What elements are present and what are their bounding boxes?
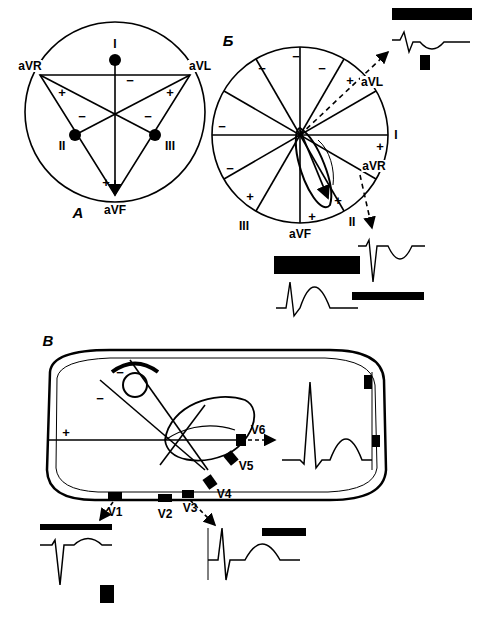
lead-label: V2 bbox=[157, 508, 174, 520]
lead-label: aVL bbox=[188, 60, 212, 72]
lead-label: − bbox=[291, 50, 301, 63]
lead-label: + bbox=[101, 176, 111, 189]
lead-label: V6 bbox=[250, 424, 267, 436]
lead-label: − bbox=[217, 120, 227, 133]
lead-label: − bbox=[143, 110, 153, 123]
lead-label: II bbox=[348, 216, 357, 228]
lead-label: III bbox=[164, 140, 176, 152]
lead-label: + bbox=[57, 86, 67, 99]
lead-label: В bbox=[42, 333, 55, 348]
lead-label: − bbox=[257, 62, 267, 75]
lead-label: I bbox=[393, 129, 398, 141]
lead-label: aVL bbox=[360, 76, 384, 88]
lead-label: aVF bbox=[288, 228, 312, 240]
lead-label: − bbox=[225, 162, 235, 175]
lead-label: aVF bbox=[103, 204, 127, 216]
lead-label: V5 bbox=[238, 460, 255, 472]
lead-label: + bbox=[375, 140, 385, 153]
lead-label: + bbox=[307, 210, 317, 223]
lead-label: aVR bbox=[17, 60, 42, 72]
lead-label: Б bbox=[222, 33, 235, 48]
lead-label: + bbox=[345, 74, 355, 87]
lead-label: − bbox=[95, 392, 105, 405]
lead-label: + bbox=[165, 86, 175, 99]
lead-label: V4 bbox=[216, 488, 233, 500]
lead-label: + bbox=[61, 426, 71, 439]
lead-label: III bbox=[238, 220, 250, 232]
lead-label: + bbox=[333, 194, 343, 207]
lead-label: − bbox=[125, 74, 135, 87]
lead-label: I bbox=[112, 38, 117, 50]
lead-label: + bbox=[245, 190, 255, 203]
lead-label: − bbox=[77, 110, 87, 123]
lead-label: V1 bbox=[107, 506, 124, 518]
lead-label: aVR bbox=[361, 160, 386, 172]
lead-label: V3 bbox=[182, 502, 199, 514]
lead-label: − bbox=[317, 62, 327, 75]
lead-label: II bbox=[58, 140, 67, 152]
lead-label: А bbox=[72, 205, 85, 220]
lead-label: − bbox=[115, 366, 125, 379]
